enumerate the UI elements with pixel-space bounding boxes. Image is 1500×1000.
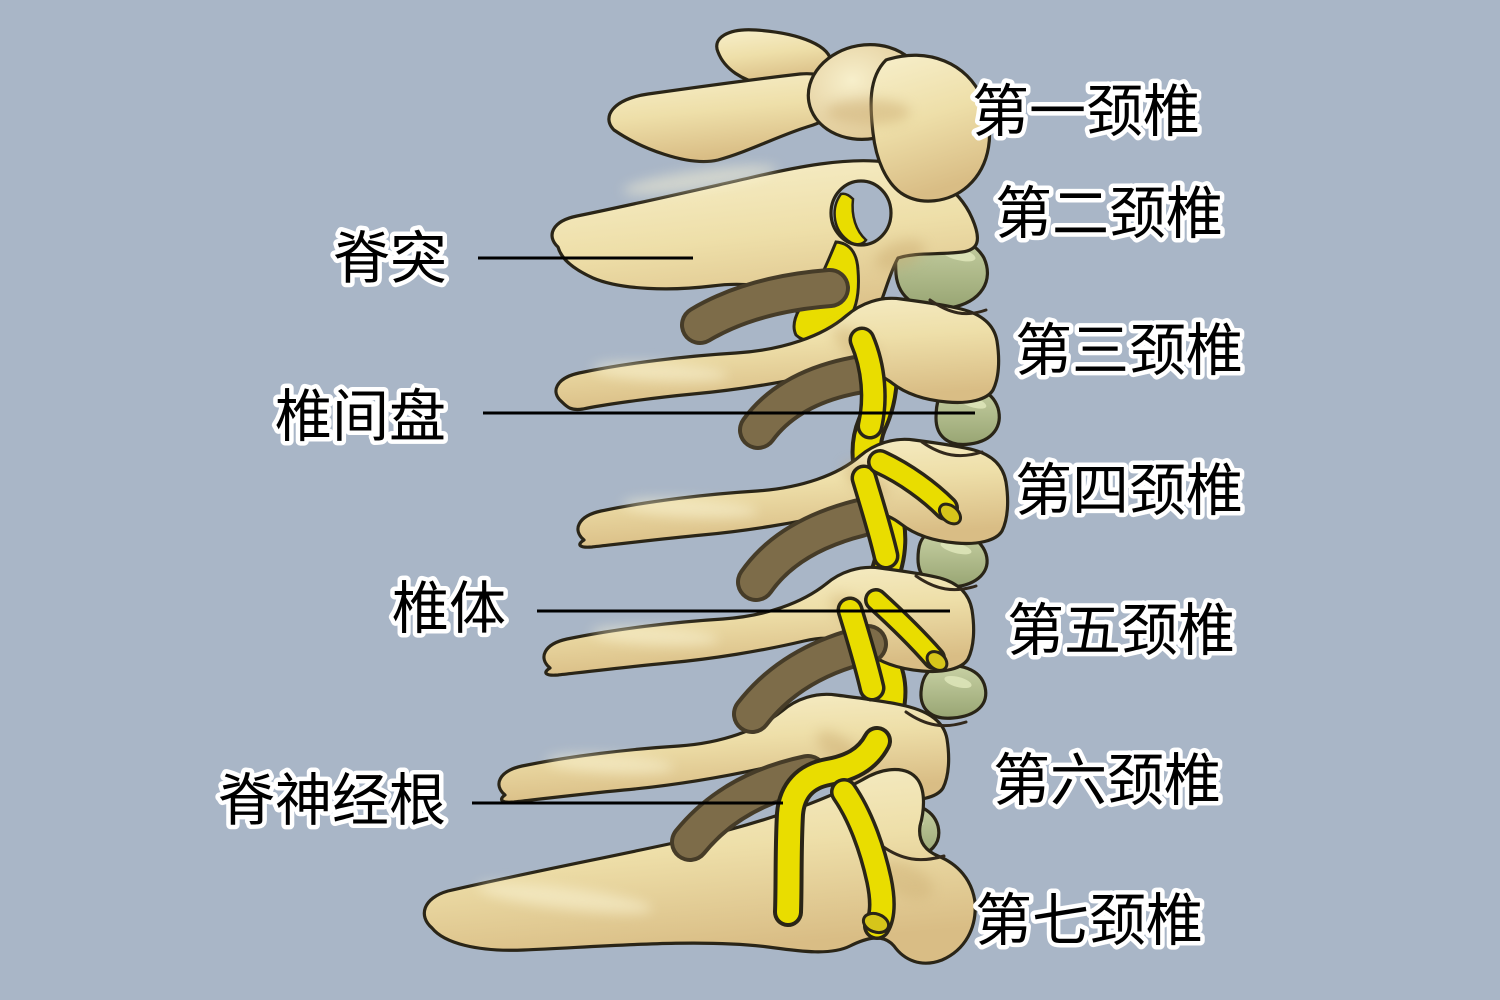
nerve-root-end xyxy=(925,650,949,672)
label-c7: 第七颈椎 xyxy=(975,888,1203,954)
c1-lateral-mass xyxy=(869,53,992,203)
label-intervertebral-disc: 椎间盘 xyxy=(275,384,446,450)
label-c5: 第五颈椎 xyxy=(1007,598,1235,664)
vertebra-c1 xyxy=(607,28,992,203)
bone-highlight xyxy=(477,882,653,914)
bone-shade xyxy=(826,99,910,125)
facet-line xyxy=(920,440,984,458)
label-spinous-process: 脊突 xyxy=(333,226,447,292)
bone-shade xyxy=(875,239,925,271)
facet-line xyxy=(928,298,988,316)
facet-line xyxy=(914,574,978,592)
disc-c5-c6 xyxy=(919,664,988,720)
right-labels: 第一颈椎 第二颈椎 第三颈椎 第四颈椎 第五颈椎 第六颈椎 第七颈椎 xyxy=(968,75,1248,959)
bone-highlight xyxy=(546,754,674,774)
label-vertebral-body: 椎体 xyxy=(392,576,506,642)
leader-lines xyxy=(472,256,975,805)
disc-gloss xyxy=(944,675,972,689)
nerve-roots-lower xyxy=(773,726,896,940)
label-c4: 第四颈椎 xyxy=(1015,458,1243,524)
interlaminar-shadow xyxy=(684,272,846,341)
facet-line xyxy=(880,844,946,862)
interlaminar-shadow xyxy=(742,358,878,446)
nerve-root-c4 xyxy=(870,452,956,518)
bone-highlight xyxy=(622,165,778,195)
nerve-canal-lower xyxy=(777,730,888,923)
label-c2: 第二颈椎 xyxy=(995,181,1223,247)
facet-line xyxy=(904,710,968,728)
vertebra-c3 xyxy=(554,296,1001,412)
nerve-strand xyxy=(852,330,884,436)
interlaminar-shadow xyxy=(740,502,876,598)
nerve-root-end xyxy=(937,502,963,526)
disc-gloss xyxy=(940,541,972,555)
bone-highlight xyxy=(592,362,728,382)
label-c6: 第六颈椎 xyxy=(993,748,1221,814)
nerve-roots-front xyxy=(836,326,963,702)
bone-highlight xyxy=(622,498,758,518)
nerve-strand xyxy=(854,468,896,566)
nerve-in-foramen xyxy=(833,192,868,246)
nerve-strand xyxy=(840,600,882,698)
label-c3: 第三颈椎 xyxy=(1015,318,1243,384)
left-labels: 脊突 椎间盘 椎体 脊神经根 xyxy=(214,222,511,839)
label-spinal-nerve-root: 脊神经根 xyxy=(218,768,446,834)
label-c1: 第一颈椎 xyxy=(972,79,1200,145)
nerve-root-end xyxy=(861,911,891,935)
bone-highlight xyxy=(591,626,719,646)
facet-joint-lines xyxy=(880,298,988,862)
